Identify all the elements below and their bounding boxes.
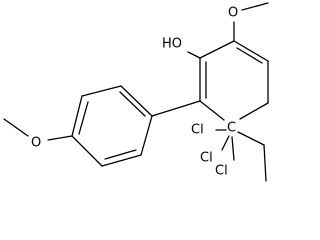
chemical-structure: HO O O C Cl Cl Cl bbox=[3, 2, 269, 182]
quaternary-carbon-label: C bbox=[227, 121, 236, 136]
bond-c5-c6 bbox=[199, 100, 225, 121]
methoxyphenyl-ring bbox=[71, 85, 201, 167]
aryl-bond-6 bbox=[140, 115, 153, 156]
bond-c6-aryl bbox=[151, 100, 201, 117]
chlorine-label-3: Cl bbox=[215, 164, 228, 179]
bond-c-cl-2 bbox=[221, 135, 230, 151]
bond-aryl-o bbox=[47, 135, 73, 141]
hydroxyl-label: HO bbox=[162, 37, 182, 52]
bond-c2-c3-double bbox=[236, 47, 263, 64]
aryl-bond-5 bbox=[101, 154, 142, 167]
aryl-methoxy-oxygen-label: O bbox=[31, 136, 41, 151]
ring-methoxy-oxygen-label: O bbox=[228, 6, 238, 21]
bond-o-methyl bbox=[241, 2, 269, 11]
hydroxyl-group: HO bbox=[162, 37, 201, 59]
bond-ethyl-methyl bbox=[263, 144, 267, 182]
bond-c-ethyl bbox=[237, 131, 265, 146]
aryl-bond-1-double bbox=[119, 91, 146, 117]
aryl-bond-2 bbox=[81, 85, 122, 97]
ring-methoxy-group: O bbox=[228, 2, 269, 42]
chlorine-label-2: Cl bbox=[200, 151, 213, 166]
aryl-bond-4 bbox=[71, 135, 103, 167]
bond-c4-c5 bbox=[239, 102, 269, 120]
bond-c2-c3 bbox=[233, 40, 269, 62]
aryl-methoxy-group: O bbox=[3, 118, 73, 151]
trichloro-ethyl-carbon: C Cl Cl Cl bbox=[191, 121, 267, 182]
chlorine-label-1: Cl bbox=[191, 123, 204, 138]
cyclohexadiene-ring bbox=[199, 40, 269, 121]
bond-c1-oh bbox=[187, 51, 201, 59]
bond-c-cl-3 bbox=[231, 136, 235, 161]
aryl-bond-3 bbox=[71, 95, 83, 137]
bond-o-methyl-aryl bbox=[3, 118, 29, 137]
aryl-bond-5-double bbox=[104, 149, 137, 160]
aryl-bond-1 bbox=[120, 85, 153, 117]
bond-c1-c2 bbox=[199, 40, 235, 59]
aryl-bond-3-double bbox=[78, 101, 89, 135]
